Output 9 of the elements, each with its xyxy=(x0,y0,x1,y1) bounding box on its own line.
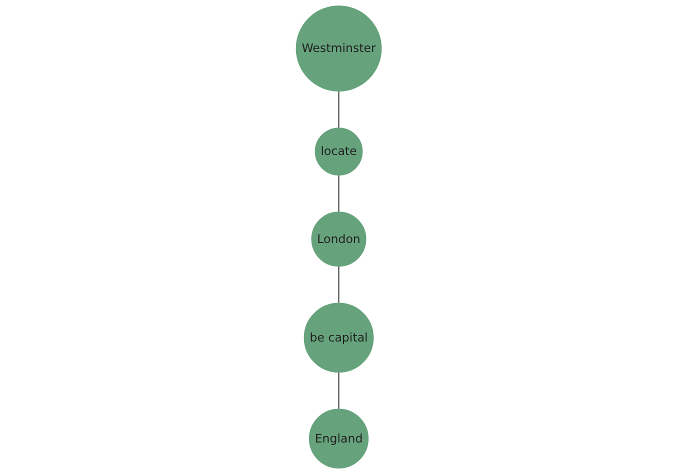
node-circle: England xyxy=(309,408,369,468)
node-circle: Westminster xyxy=(296,6,382,92)
connector xyxy=(338,91,340,128)
node-circle: locate xyxy=(315,128,363,176)
connector xyxy=(338,372,340,410)
node-circle: London xyxy=(311,212,367,267)
connector xyxy=(338,175,340,212)
node-circle: be capital xyxy=(304,302,374,373)
connector xyxy=(338,266,340,304)
